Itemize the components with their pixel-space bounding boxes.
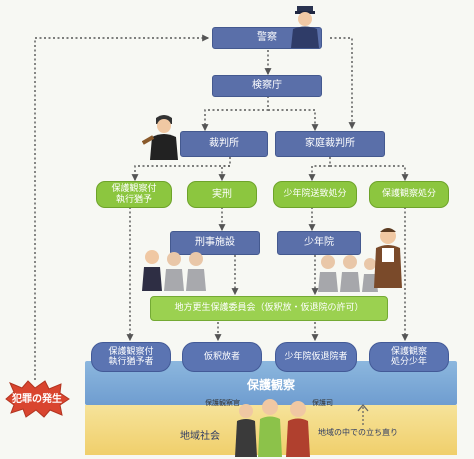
crime-occurrence-burst: 犯罪の発生 — [4, 380, 70, 418]
node-parole-board: 地方更生保護委員会（仮釈放・仮退院の許可） — [150, 296, 388, 321]
community-label: 地域社会 — [180, 431, 220, 442]
community-people-figure — [235, 399, 310, 457]
node-juvenile-training-school: 少年院 — [277, 231, 361, 255]
juveniles-figure — [318, 255, 378, 292]
instructor-figure — [374, 228, 402, 288]
node-juvenile-training-disposition: 少年院送致処分 — [273, 181, 357, 208]
police-officer-figure — [291, 6, 319, 48]
node-penal-institution: 刑事施設 — [170, 231, 260, 255]
node-prosecutor: 検察庁 — [212, 75, 322, 97]
node-out-juvenile-probation: 保護観察 処分少年 — [369, 342, 449, 372]
probation-officer-label: 保護観察官 — [205, 399, 240, 407]
up-arrow-icon — [357, 403, 369, 425]
probation-band-title: 保護観察 — [246, 378, 295, 392]
judge-figure — [142, 115, 178, 160]
crime-occurrence-label: 犯罪の発生 — [12, 394, 62, 405]
node-family-court: 家庭裁判所 — [275, 131, 385, 157]
burst-shape-icon — [5, 380, 70, 418]
volunteer-officer-label: 保護司 — [312, 399, 333, 407]
node-prison-sentence: 実刑 — [187, 181, 257, 208]
node-probation-sentence: 保護観察付 執行猶予 — [96, 181, 172, 208]
inmates-figure — [142, 250, 206, 291]
node-out-juvenile-parolee: 少年院仮退院者 — [275, 342, 357, 372]
node-out-parolee: 仮釈放者 — [182, 342, 262, 372]
node-out-probation-sentence: 保護観察付 執行猶予者 — [91, 342, 171, 372]
node-probation-disposition: 保護観察処分 — [369, 181, 449, 208]
rehabilitation-label: 地域の中での立ち直り — [318, 428, 398, 437]
node-court: 裁判所 — [180, 131, 268, 157]
